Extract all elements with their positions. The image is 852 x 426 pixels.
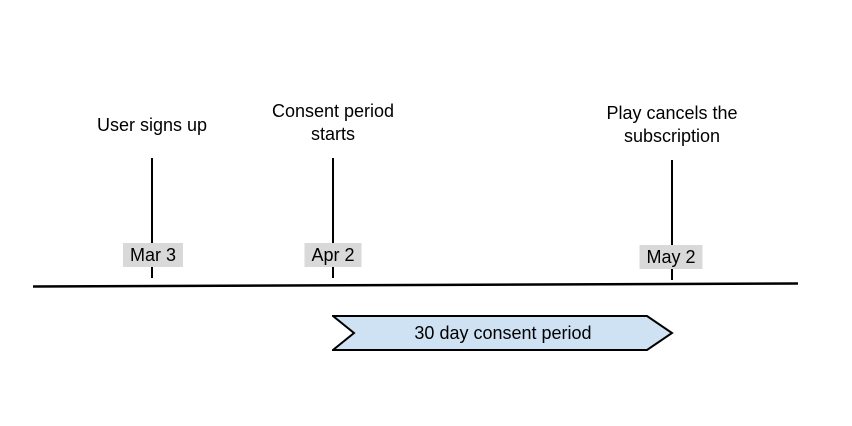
event-title-user-signs-up: User signs up: [96, 115, 208, 135]
event-title-play-cancels-subscription: Play cancels the subscription: [606, 103, 738, 146]
date-label-may-2: May 2: [639, 245, 703, 269]
event-tick-line: [151, 158, 153, 278]
consent-period-banner: 30 day consent period: [332, 315, 674, 351]
date-label-mar-3: Mar 3: [122, 243, 184, 267]
date-label-apr-2: Apr 2: [304, 243, 362, 267]
consent-period-banner-label: 30 day consent period: [414, 322, 592, 343]
event-tick-line: [332, 158, 334, 278]
event-tick-line: [671, 160, 673, 280]
chevron-banner-shape: [332, 315, 674, 351]
event-title-consent-period-starts: Consent period starts: [271, 101, 395, 144]
